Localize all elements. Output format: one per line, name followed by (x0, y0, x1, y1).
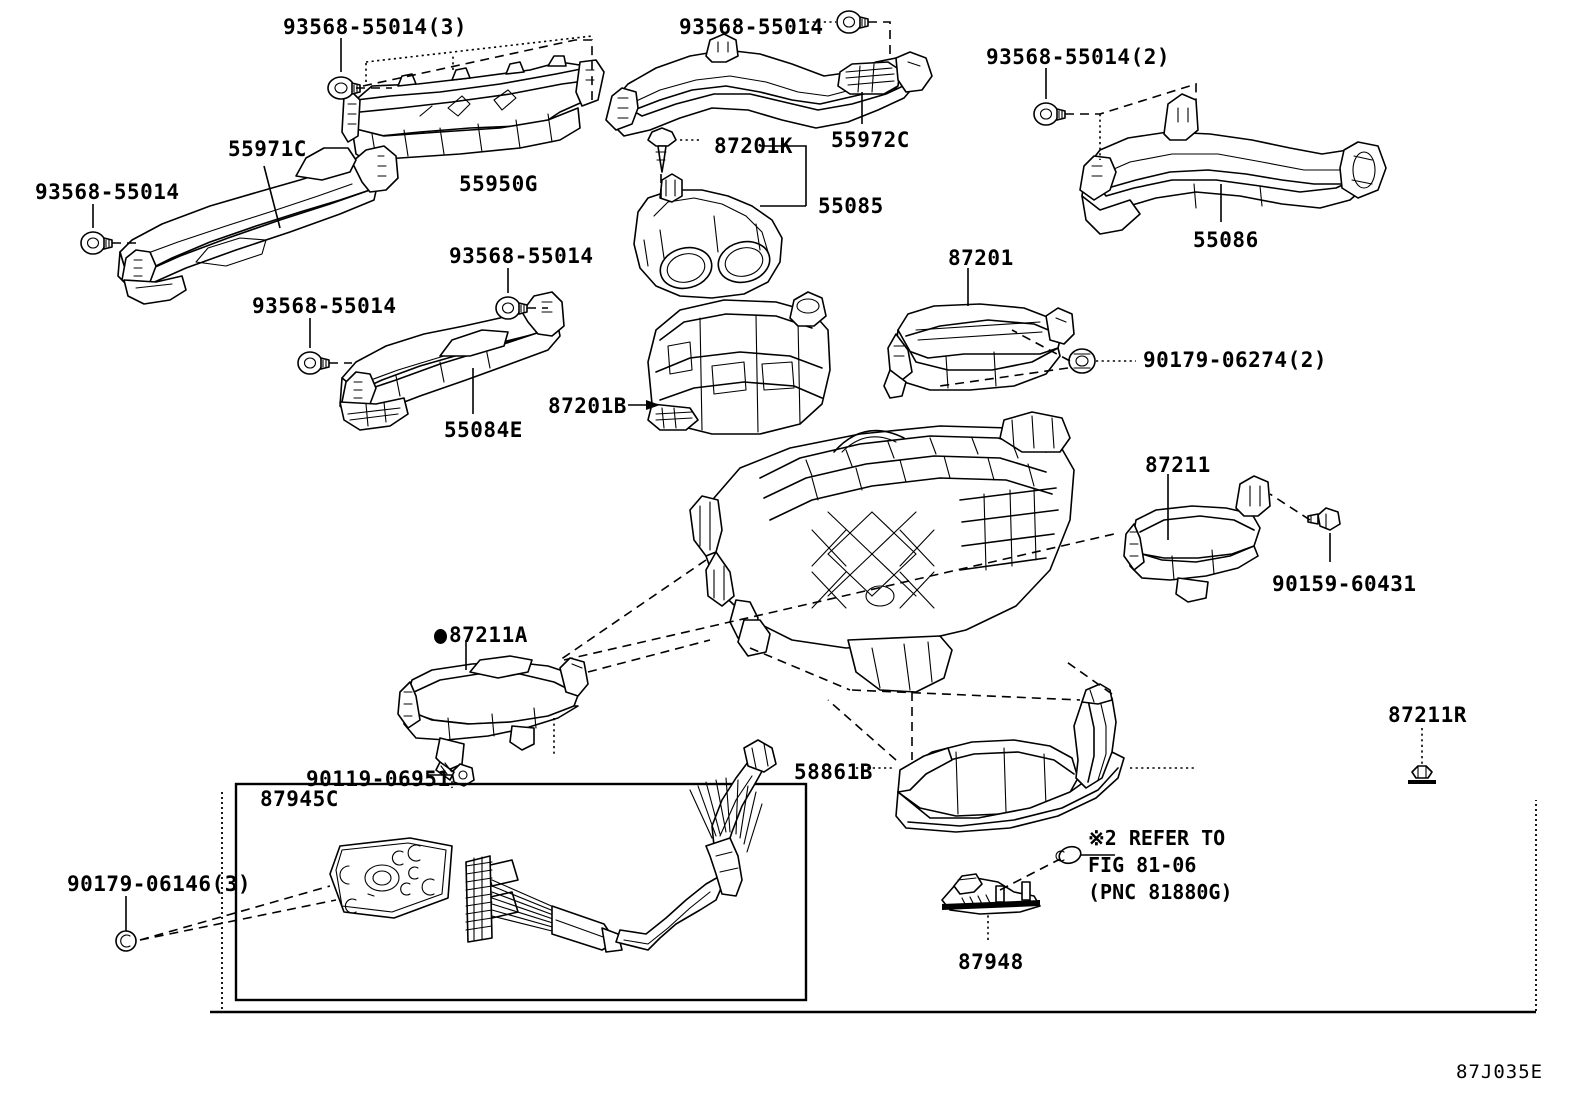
part-label-87211r: 87211R (1388, 705, 1467, 726)
part-55950G (341, 55, 605, 161)
part-label-87948: 87948 (958, 952, 1024, 973)
part-number-text: 90119-06951 (306, 767, 451, 791)
part-label-90179062742: 90179-06274(2) (1143, 350, 1327, 371)
part-87945C (329, 837, 453, 919)
fastener-93568-55014-c (495, 296, 528, 320)
part-number-text: 93568-55014 (252, 294, 397, 318)
part-58861B (895, 683, 1125, 833)
part-label-55950g: 55950G (459, 174, 538, 195)
bullet-marker-icon (434, 629, 447, 644)
fastener-90179-06146 (115, 930, 137, 952)
part-hvac-main-unit (689, 411, 1075, 693)
part-number-text: 55971C (228, 137, 307, 161)
part-label-58861b: 58861B (794, 762, 873, 783)
part-label-87201: 87201 (948, 248, 1014, 269)
part-number-text: 55950G (459, 172, 538, 196)
part-87211 (1123, 475, 1271, 603)
group-box-87945C (234, 782, 808, 1002)
part-number-text: 55086 (1193, 228, 1259, 252)
fastener-93568-55014-e (836, 10, 869, 34)
part-87201B (647, 291, 831, 435)
part-87211R (1408, 765, 1436, 784)
part-number-text: 87201K (714, 134, 793, 158)
part-number-text: 87211 (1145, 453, 1211, 477)
figure-code: 87J035E (1456, 1061, 1544, 1083)
refer-line-1: ※2 REFER TO (1088, 826, 1226, 850)
part-87211A (397, 655, 589, 771)
part-label-9356855014: 93568-55014 (679, 17, 824, 38)
part-number-text: 93568-55014(2) (986, 45, 1171, 69)
part-number-text: 90179-06274(2) (1143, 348, 1328, 372)
fastener-90159-60431 (1307, 507, 1341, 531)
part-label-87945c: 87945C (260, 789, 339, 810)
part-number-text: 55084E (444, 418, 523, 442)
part-number-text: 93568-55014 (679, 15, 824, 39)
part-55084E (339, 291, 565, 431)
fastener-87201K (647, 127, 677, 173)
part-55085 (633, 173, 783, 299)
refer-line-2: FIG 81-06 (1088, 853, 1197, 877)
part-label-9015960431: 90159-60431 (1272, 574, 1417, 595)
fastener-93568-55014-b (80, 231, 113, 255)
part-label-87211a: 87211A (434, 625, 528, 646)
part-label-93568550143: 93568-55014(3) (283, 17, 467, 38)
part-label-93568550142: 93568-55014(2) (986, 47, 1170, 68)
part-number-text: 93568-55014(3) (283, 15, 468, 39)
part-number-text: 55972C (831, 128, 910, 152)
part-label-55085: 55085 (818, 196, 884, 217)
part-number-text: 87211A (449, 623, 528, 647)
fastener-93568-55014-d (297, 351, 330, 375)
part-label-55086: 55086 (1193, 230, 1259, 251)
part-number-text: 55085 (818, 194, 884, 218)
part-wire-harness (465, 739, 777, 953)
refer-to-note: ※2 REFER TO FIG 81-06 (PNC 81880G) (1088, 825, 1233, 906)
part-number-text: 87948 (958, 950, 1024, 974)
part-label-9011906951: 90119-06951 (306, 769, 451, 790)
part-label-87201k: 87201K (714, 136, 793, 157)
part-55972C (605, 33, 933, 137)
part-label-87201b: 87201B (548, 396, 627, 417)
part-number-text: 90179-06146(3) (67, 872, 252, 896)
part-label-90179061463: 90179-06146(3) (67, 874, 251, 895)
part-number-text: 87201 (948, 246, 1014, 270)
part-label-55972c: 55972C (831, 130, 910, 151)
part-number-text: 90159-60431 (1272, 572, 1417, 596)
callout-marker-refer (1055, 845, 1082, 865)
part-number-text: 87945C (260, 787, 339, 811)
part-55971C (117, 145, 399, 305)
part-label-55971c: 55971C (228, 139, 307, 160)
part-label-9356855014: 93568-55014 (35, 182, 180, 203)
part-87948 (941, 873, 1041, 915)
fastener-90179-06274 (1068, 348, 1096, 374)
part-number-text: 87201B (548, 394, 627, 418)
part-55086 (1079, 93, 1387, 235)
refer-line-3: (PNC 81880G) (1088, 880, 1233, 904)
part-label-9356855014: 93568-55014 (252, 296, 397, 317)
part-87201 (883, 303, 1075, 399)
part-label-87211: 87211 (1145, 455, 1211, 476)
part-label-55084e: 55084E (444, 420, 523, 441)
part-label-9356855014: 93568-55014 (449, 246, 594, 267)
fastener-93568-55014-f (1033, 102, 1066, 126)
part-number-text: 58861B (794, 760, 873, 784)
part-number-text: 87211R (1388, 703, 1467, 727)
part-number-text: 93568-55014 (449, 244, 594, 268)
part-number-text: 93568-55014 (35, 180, 180, 204)
